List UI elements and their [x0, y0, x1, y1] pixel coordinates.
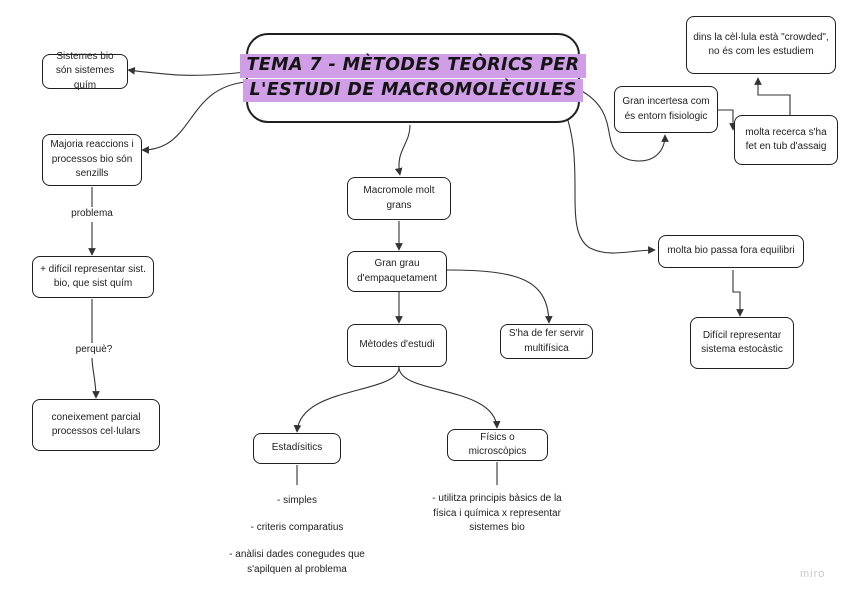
- page-title-line-2: L'ESTUDI DE MACROMOLÈCULES: [243, 78, 583, 103]
- node-coneixement[interactable]: coneixement parcial processos cel·lulars: [32, 399, 160, 451]
- node-estadistics[interactable]: Estadísitics: [253, 433, 341, 464]
- edge-metodes-estadistics: [293, 366, 400, 433]
- estadistics-note-1: - simples: [276, 495, 317, 506]
- label-perque: perquè?: [67, 343, 121, 358]
- node-crowded[interactable]: dins la cèl·lula està "crowded", no és c…: [686, 16, 836, 74]
- node-dificil-representar[interactable]: + difícil representar sist. bio, que sis…: [32, 256, 154, 298]
- node-equilibri[interactable]: molta bio passa fora equilibri: [658, 235, 804, 268]
- edge-title-sistemes: [127, 66, 247, 76]
- label-problema: problema: [62, 207, 122, 222]
- edge-title-equilibri: [559, 99, 656, 254]
- edge-recerca-crowded: [754, 77, 791, 115]
- estadistics-note-2: - criteris comparatius: [250, 522, 344, 533]
- edge-metodes-fisics: [398, 366, 501, 429]
- edge-empaquetament-multifisica: [446, 269, 553, 324]
- edge-title-incertesa: [579, 89, 669, 162]
- edge-title-majoria: [141, 81, 247, 154]
- node-sistemes[interactable]: Sistemes bio són sistemes quím: [42, 51, 128, 91]
- edge-incertesa-recerca: [718, 109, 737, 131]
- node-majoria[interactable]: Majoria reaccions i processos bio són se…: [42, 134, 142, 186]
- node-metodes[interactable]: Mètodes d'estudi: [347, 324, 447, 367]
- node-estocastic[interactable]: Difícil representar sistema estocàstic: [690, 317, 794, 369]
- main-title-node[interactable]: TEMA 7 - MÈTODES TEÒRICS PER L'ESTUDI DE…: [240, 33, 586, 123]
- edge-title-macromole: [394, 124, 411, 176]
- node-multifisica[interactable]: S'ha de fer servir multifísica: [500, 324, 593, 359]
- node-recerca[interactable]: molta recerca s'ha fet en tub d'assaig: [734, 115, 838, 165]
- page-title-line-1: TEMA 7 - MÈTODES TEÒRICS PER: [240, 53, 586, 78]
- fisics-note: - utilitza principis bàsics de la física…: [432, 493, 562, 533]
- node-fisics[interactable]: Físics o microscòpics: [447, 429, 548, 461]
- miro-watermark: miro: [800, 568, 826, 580]
- edge-perque-coneixement: [91, 356, 100, 399]
- estadistics-note-3: - anàlisi dades conegudes que s'apilquen…: [229, 549, 365, 575]
- node-incertesa[interactable]: Gran incertesa com és entorn fisiologic: [614, 86, 718, 133]
- node-macromole[interactable]: Macromole molt grans: [347, 177, 451, 220]
- node-empaquetament[interactable]: Gran grau d'empaquetament: [347, 251, 447, 292]
- edge-equilibri-estocastic: [732, 270, 744, 317]
